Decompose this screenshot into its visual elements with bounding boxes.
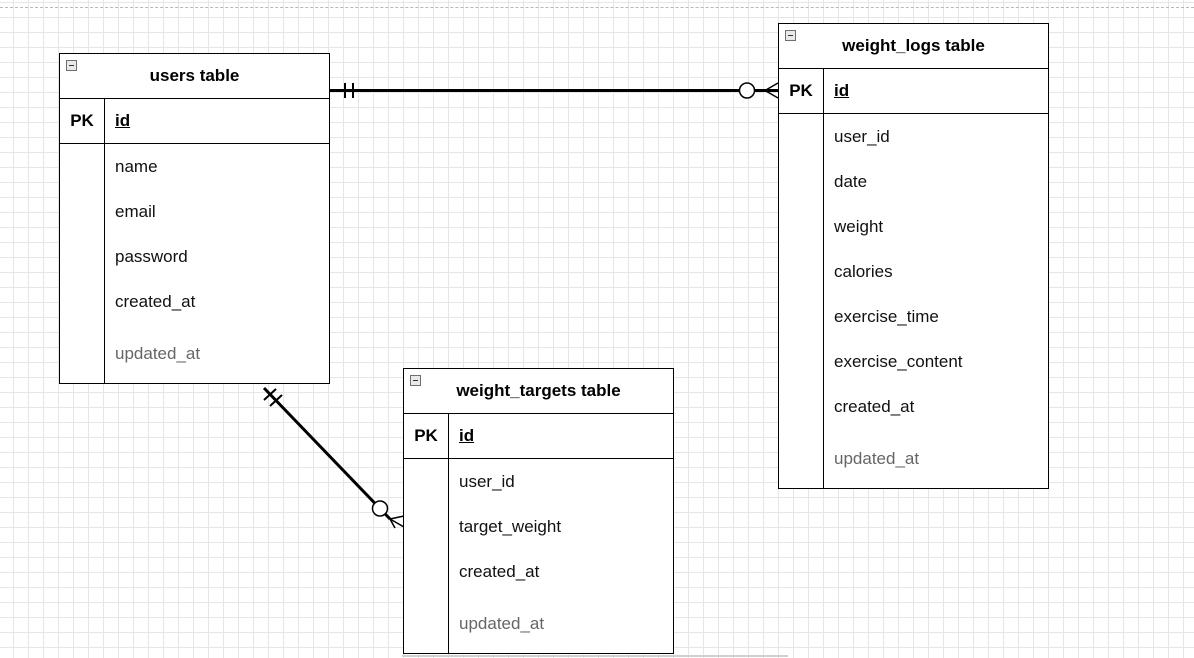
field-row[interactable]: name — [115, 156, 158, 176]
one-mandatory-bar — [269, 394, 283, 407]
weight-targets-pk-row[interactable]: PK id — [404, 414, 673, 459]
users-table-header[interactable]: users table — [60, 54, 329, 99]
pk-label: PK — [779, 69, 824, 113]
pk-field-name: id — [115, 111, 131, 130]
zero-optional-circle — [371, 500, 389, 517]
field-row[interactable]: user_id — [459, 471, 515, 491]
connector-line — [262, 386, 392, 521]
crowfoot-prong — [764, 89, 779, 99]
users-pk-row[interactable]: PK id — [60, 99, 329, 144]
users-table[interactable]: users table PK id name email password cr… — [59, 53, 330, 384]
field-row[interactable]: target_weight — [459, 516, 562, 536]
weight-logs-field-list: user_id date weight calories exercise_ti… — [779, 114, 1048, 489]
weight-targets-table[interactable]: weight_targets table PK id user_id targe… — [403, 368, 674, 654]
users-field-list: name email password created_at updated_a… — [60, 144, 329, 384]
field-row[interactable]: date — [834, 171, 868, 191]
one-mandatory-bar — [263, 388, 277, 401]
collapse-icon[interactable] — [66, 60, 77, 71]
field-row[interactable]: updated_at — [115, 344, 201, 363]
weight-targets-field-list: user_id target_weight created_at updated… — [404, 459, 673, 654]
field-row[interactable]: password — [115, 246, 188, 266]
users-table-title: users table — [149, 66, 240, 85]
field-row[interactable]: email — [115, 201, 156, 221]
weight-logs-table-header[interactable]: weight_logs table — [779, 24, 1048, 69]
weight-logs-pk-row[interactable]: PK id — [779, 69, 1048, 114]
collapse-icon[interactable] — [410, 375, 421, 386]
field-row[interactable]: calories — [834, 261, 893, 281]
crowfoot-prong — [389, 518, 405, 528]
pk-label: PK — [60, 99, 105, 143]
pk-label: PK — [404, 414, 449, 458]
field-row[interactable]: user_id — [834, 126, 890, 146]
field-row[interactable]: created_at — [459, 561, 540, 581]
field-row[interactable]: weight — [834, 216, 884, 236]
users-weight-targets-relationship[interactable] — [262, 386, 405, 529]
weight-logs-table[interactable]: weight_logs table PK id user_id date wei… — [778, 23, 1049, 489]
field-row[interactable]: created_at — [834, 396, 915, 416]
field-row[interactable]: exercise_content — [834, 351, 963, 371]
crowfoot-prong — [389, 515, 405, 520]
field-row[interactable]: exercise_time — [834, 306, 939, 326]
field-row[interactable]: updated_at — [834, 449, 920, 468]
weight-logs-table-title: weight_logs table — [842, 36, 985, 55]
pk-field-name: id — [459, 426, 475, 445]
users-weight-logs-relationship[interactable] — [329, 82, 779, 99]
canvas-scrollbar[interactable] — [402, 655, 788, 657]
collapse-icon[interactable] — [785, 30, 796, 41]
canvas-top-border — [0, 7, 1194, 8]
crowfoot-prong — [764, 82, 779, 92]
weight-targets-table-title: weight_targets table — [456, 381, 621, 400]
pk-field-name: id — [834, 81, 850, 100]
crowfoot-prong — [389, 518, 396, 529]
zero-optional-circle — [738, 82, 756, 99]
weight-targets-table-header[interactable]: weight_targets table — [404, 369, 673, 414]
field-row[interactable]: created_at — [115, 291, 196, 311]
field-row[interactable]: updated_at — [459, 614, 545, 633]
